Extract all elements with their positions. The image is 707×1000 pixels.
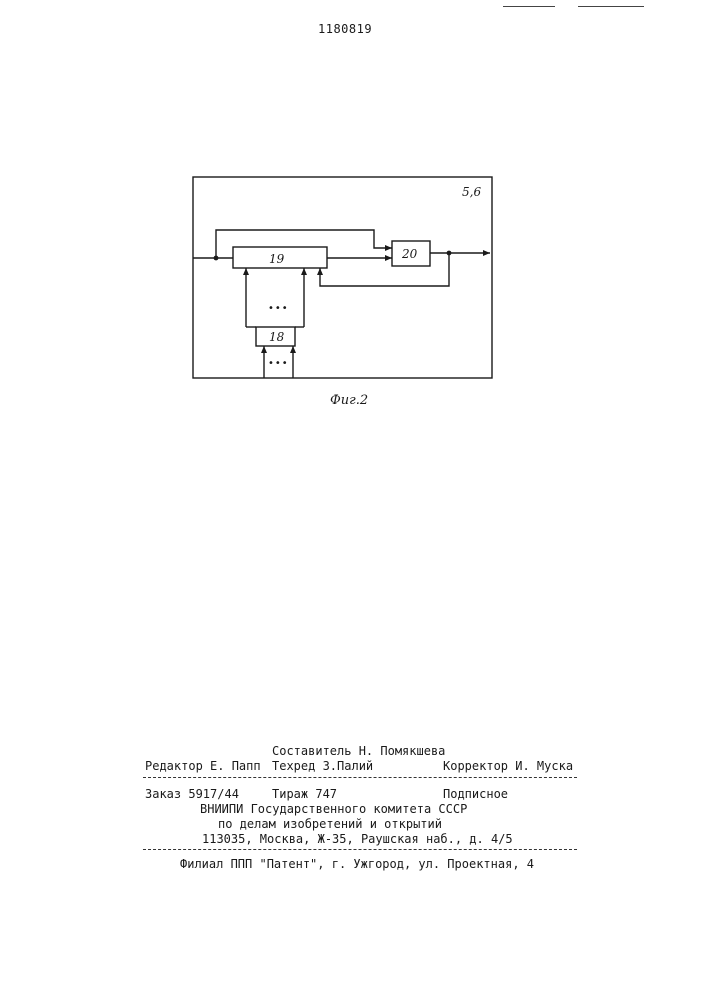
branch: Филиал ППП "Патент", г. Ужгород, ул. Про… [180, 857, 534, 871]
org-line-2: по делам изобретений и открытий [218, 817, 442, 831]
order: Заказ 5917/44 [145, 787, 239, 801]
techred: Техред З.Палий [272, 759, 373, 773]
block-20-label: 20 [401, 247, 418, 261]
block-19-label: 19 [269, 252, 285, 266]
ellipsis-inputs: ••• [268, 358, 289, 369]
corrector: Корректор И. Муска [443, 759, 573, 773]
org-address: 113035, Москва, Ж-35, Раушская наб., д. … [202, 832, 513, 846]
dashed-rule [143, 849, 577, 850]
editor: Редактор Е. Папп [145, 759, 261, 773]
bypass-line [216, 230, 392, 258]
dashed-rule [143, 777, 577, 778]
block-diagram: 19 20 18 5,6 Фиг.2 ••• ••• [0, 0, 707, 440]
frame-label: 5,6 [462, 185, 481, 199]
block-18-label: 18 [269, 330, 285, 344]
circulation: Тираж 747 [272, 787, 337, 801]
ellipsis-bus: ••• [268, 303, 289, 314]
subscription: Подписное [443, 787, 508, 801]
junction-dot [447, 251, 452, 256]
frame-border [193, 177, 492, 378]
figure-caption: Фиг.2 [330, 393, 368, 408]
org-line-1: ВНИИПИ Государственного комитета СССР [200, 802, 467, 816]
compiler: Составитель Н. Помякшева [272, 744, 445, 758]
junction-dot [214, 256, 219, 261]
